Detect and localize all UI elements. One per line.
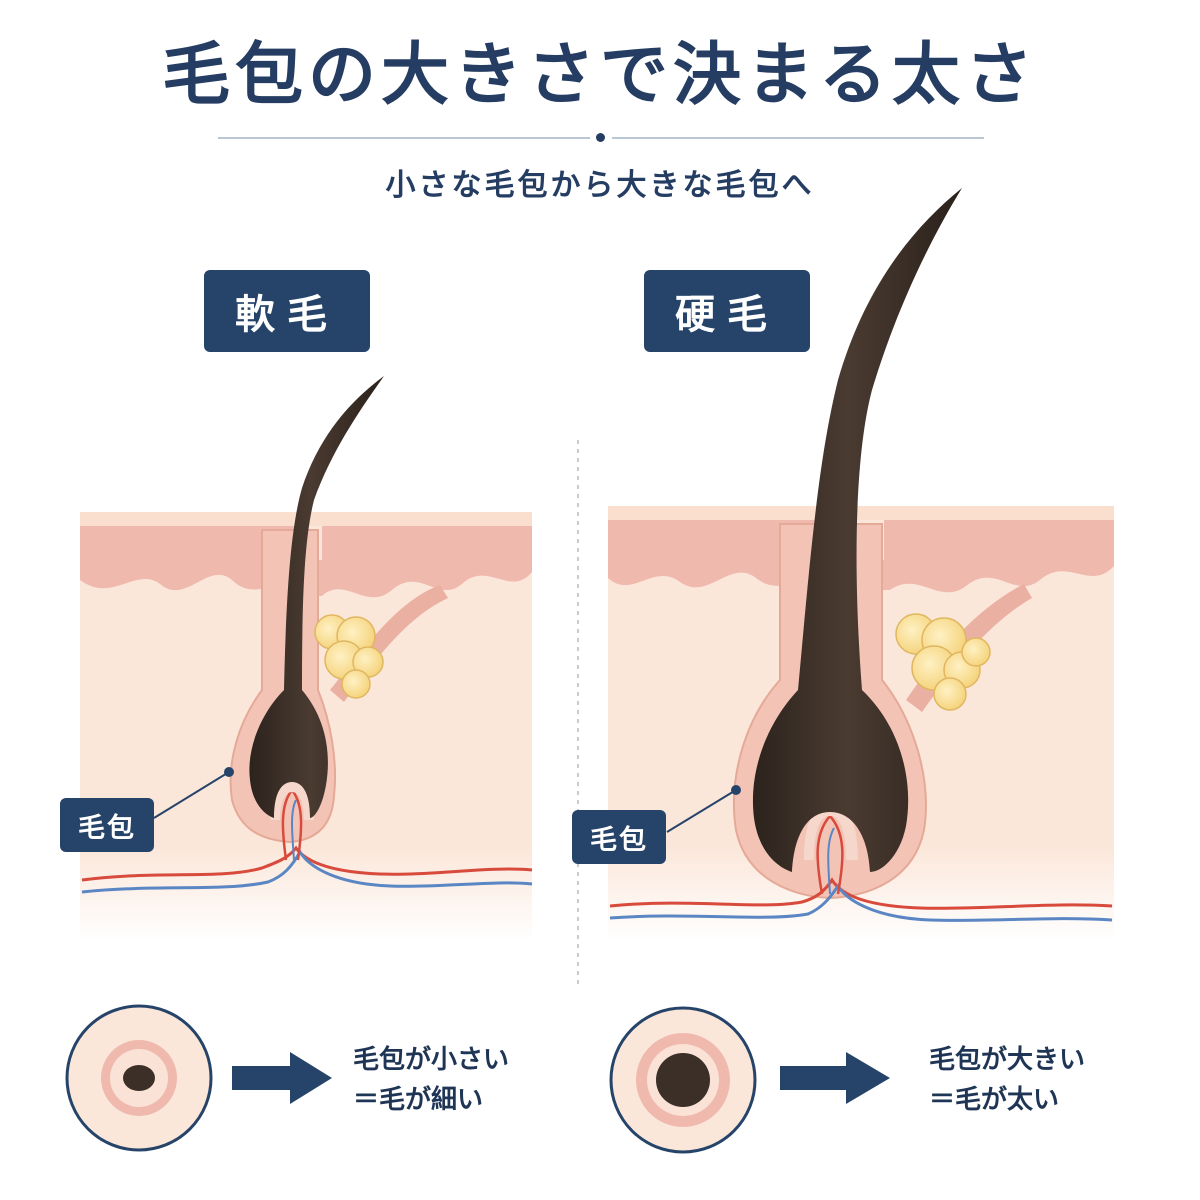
vellus-caption-line1: 毛包が小さい bbox=[353, 1045, 510, 1075]
terminal-hair-section bbox=[608, 188, 1114, 942]
terminal-hair-dot bbox=[656, 1053, 710, 1107]
vellus-hair-label: 軟毛 bbox=[204, 270, 370, 352]
follicle-label-right: 毛包 bbox=[572, 810, 666, 864]
arrow-right-icon bbox=[780, 1052, 890, 1104]
stratum-corneum bbox=[608, 506, 1114, 520]
vellus-hair-dot bbox=[123, 1065, 155, 1091]
title-divider-left bbox=[218, 137, 590, 139]
title-divider-right bbox=[612, 137, 984, 139]
terminal-caption-line1: 毛包が大きい bbox=[929, 1045, 1086, 1075]
arrow-right-icon bbox=[232, 1052, 332, 1104]
artery bbox=[609, 877, 1113, 910]
terminal-caption: 毛包が大きい ＝毛が太い bbox=[929, 1040, 1085, 1120]
page-subtitle: 小さな毛包から大きな毛包へ bbox=[385, 168, 815, 203]
artery bbox=[81, 845, 533, 882]
vellus-caption: 毛包が小さい ＝毛が細い bbox=[353, 1040, 509, 1120]
terminal-cross-section bbox=[609, 1006, 757, 1154]
vellus-hair-shaft bbox=[249, 376, 384, 818]
vellus-cross-section bbox=[65, 1004, 213, 1152]
vellus-caption-line2: ＝毛が細い bbox=[353, 1085, 484, 1115]
follicle-pointer bbox=[666, 789, 737, 833]
dermal-papilla bbox=[270, 778, 314, 820]
sebaceous-gland bbox=[895, 613, 991, 711]
follicle-pointer bbox=[153, 771, 230, 819]
epidermis bbox=[608, 506, 1114, 593]
vein bbox=[609, 883, 1113, 922]
vellus-hair-section bbox=[80, 376, 533, 942]
title-divider-dot bbox=[596, 133, 605, 142]
sebaceous-gland bbox=[314, 614, 384, 699]
page-title: 毛包の大きさで決まる太さ bbox=[161, 36, 1038, 115]
terminal-hair-shaft bbox=[752, 188, 962, 872]
epidermis bbox=[80, 512, 532, 598]
follicle-label-left: 毛包 bbox=[60, 798, 154, 852]
terminal-hair-label: 硬毛 bbox=[644, 270, 810, 352]
terminal-caption-line2: ＝毛が太い bbox=[929, 1085, 1060, 1115]
